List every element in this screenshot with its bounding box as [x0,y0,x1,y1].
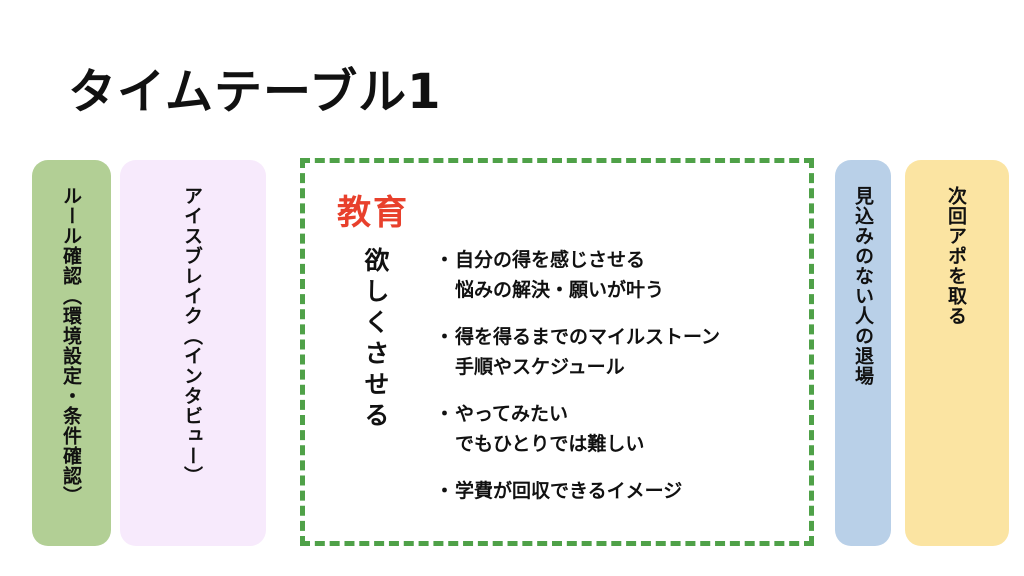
bullet-line-2: でもひとりでは難しい [455,433,645,455]
column-exit: 見込みのない人の退場 [835,160,891,546]
education-heading: 教育 [337,193,409,233]
column-icebreak-label: アイスブレイク（インタビュー） [181,186,203,486]
bullet-line-1: 学費が回収できるイメージ [455,480,683,502]
column-exit-label: 見込みのない人の退場 [852,186,874,386]
column-next-appointment-label: 次回アポを取る [945,186,967,326]
list-item: ・ 学費が回収できるイメージ [435,476,720,506]
bullet-marker: ・ [435,403,455,425]
column-rules-check: ルール確認（環境設定・条件確認） [32,160,111,546]
bullet-marker: ・ [435,326,455,348]
column-icebreak: アイスブレイク（インタビュー） [120,160,266,546]
list-item: ・ 得を得るまでのマイルストーン 手順やスケジュール [435,322,720,382]
list-item: ・ やってみたい でもひとりでは難しい [435,399,720,459]
bullet-marker: ・ [435,249,455,271]
bullet-line-2: 手順やスケジュール [455,356,625,378]
bullet-line-1: 自分の得を感じさせる [455,249,646,271]
bullet-marker: ・ [435,480,455,502]
column-next-appointment: 次回アポを取る [905,160,1009,546]
slide-title: タイムテーブル1 [68,64,442,120]
bullet-line-1: やってみたい [455,403,569,425]
education-section: 教育 欲しくさせる ・ 自分の得を感じさせる 悩みの解決・願いが叶う ・ 得を得… [300,158,814,546]
education-bullet-list: ・ 自分の得を感じさせる 悩みの解決・願いが叶う ・ 得を得るまでのマイルストー… [435,245,720,523]
bullet-line-2: 悩みの解決・願いが叶う [455,279,665,301]
column-rules-check-label: ルール確認（環境設定・条件確認） [60,186,82,506]
list-item: ・ 自分の得を感じさせる 悩みの解決・願いが叶う [435,245,720,305]
bullet-line-1: 得を得るまでのマイルストーン [455,326,721,348]
education-vertical-text: 欲しくさせる [361,247,390,433]
